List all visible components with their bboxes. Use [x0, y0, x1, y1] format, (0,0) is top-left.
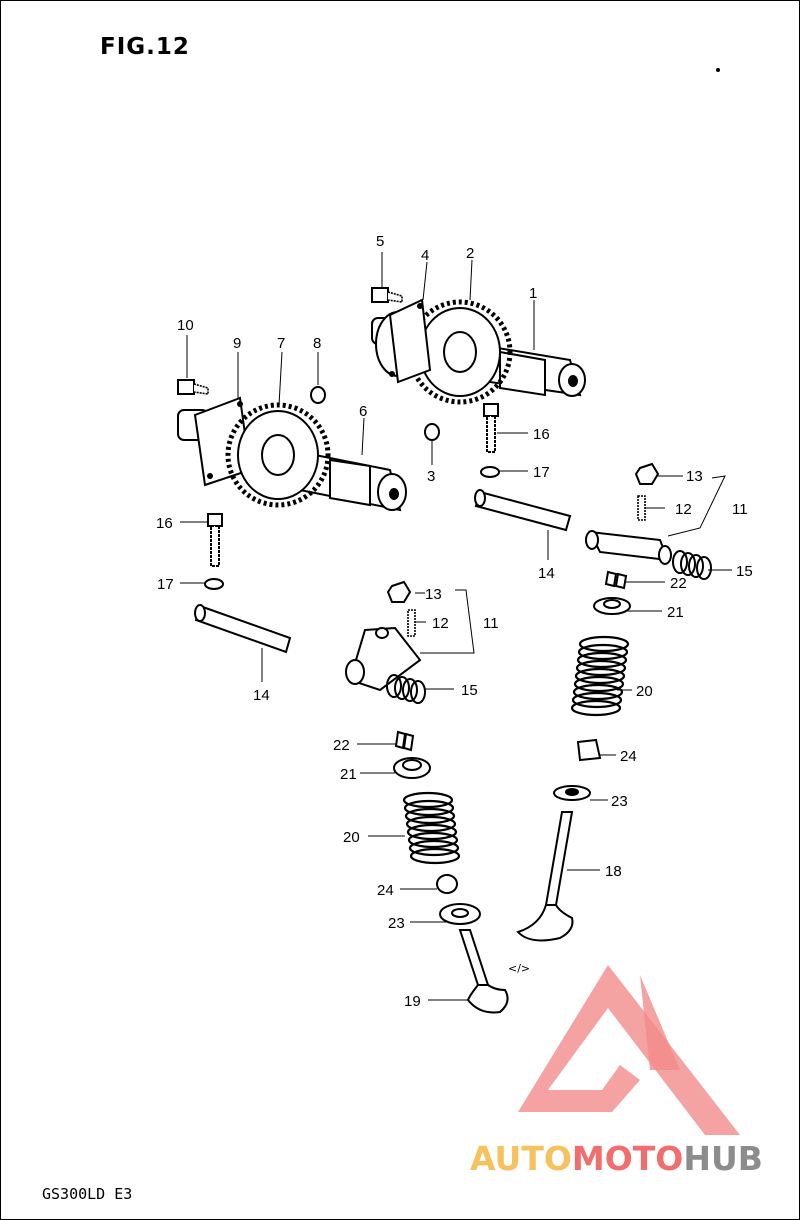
- callout-7: 7: [277, 335, 285, 352]
- callout-5: 5: [376, 233, 384, 250]
- adjuster-right: [637, 495, 646, 521]
- bolt-5: [371, 287, 403, 303]
- figure-title: FIG.12: [100, 34, 190, 60]
- logo-word-auto: AUTO: [470, 1139, 572, 1178]
- callout-18: 18: [605, 863, 622, 880]
- spring-small-right: [672, 550, 712, 580]
- logo-word-moto: MOTO: [572, 1139, 683, 1178]
- rocker-shaft-bolt-right: [483, 403, 499, 453]
- stray-dot: [716, 68, 720, 72]
- callout-8: 8: [313, 335, 321, 352]
- callout-17-left: 17: [157, 576, 174, 593]
- callout-13-left: 13: [425, 586, 442, 603]
- logo-triangle: [518, 965, 740, 1135]
- callout-22-left: 22: [333, 737, 350, 754]
- callout-4: 4: [421, 247, 429, 264]
- callout-3: 3: [427, 468, 435, 485]
- spring-small-left: [386, 674, 426, 704]
- sprocket-exhaust: [225, 402, 331, 508]
- callout-15-right: 15: [736, 563, 753, 580]
- rocker-shaft-left: [194, 604, 292, 654]
- adjuster-left: [407, 609, 416, 637]
- callout-14-left: 14: [253, 687, 270, 704]
- bolt-10: [177, 379, 209, 395]
- callout-9: 9: [233, 335, 241, 352]
- callout-17-right: 17: [533, 464, 550, 481]
- dowel-pin-8: [310, 386, 326, 404]
- logo-text: AUTOMOTOHUB: [470, 1139, 763, 1178]
- rocker-shaft-right: [474, 489, 572, 532]
- rocker-arm-right: [585, 530, 672, 565]
- callout-14-right: 14: [538, 565, 555, 582]
- cotter-left: [394, 730, 415, 752]
- washer-right: [480, 466, 500, 478]
- washer-left: [204, 578, 224, 590]
- locknut-left: [386, 580, 412, 603]
- sprocket-intake: [407, 299, 513, 405]
- callout-11-left: 11: [483, 615, 499, 632]
- callout-13-right: 13: [686, 468, 703, 485]
- cam-end-cap-upper: [388, 298, 432, 384]
- callout-12-left: 12: [432, 615, 449, 632]
- rocker-arm-left: [345, 626, 422, 692]
- callout-6: 6: [359, 403, 367, 420]
- callout-23-right: 23: [611, 793, 628, 810]
- callout-21-right: 21: [667, 604, 684, 621]
- callout-16-left: 16: [156, 515, 173, 532]
- callout-23-left: 23: [388, 915, 405, 932]
- intake-valve: [458, 929, 509, 1014]
- callout-21-left: 21: [340, 766, 357, 783]
- dowel-pin-3: [424, 423, 440, 441]
- callout-24-right: 24: [620, 748, 637, 765]
- rocker-shaft-bolt-left: [207, 513, 223, 567]
- callout-22-right: 22: [670, 575, 687, 592]
- valve-seal-left: [436, 874, 458, 894]
- exhaust-valve: [516, 811, 574, 942]
- spring-seat-left: [439, 903, 481, 925]
- callout-20-left: 20: [343, 829, 360, 846]
- retainer-right: [593, 597, 631, 615]
- automotohub-logo: AUTOMOTOHUB: [470, 965, 763, 1178]
- model-code: GS300LD E3: [42, 1185, 133, 1203]
- valve-spring-left: [402, 791, 461, 865]
- logo-word-hub: HUB: [683, 1139, 763, 1178]
- callout-19: 19: [404, 993, 421, 1010]
- callout-16-right: 16: [533, 426, 550, 443]
- logo-triangle-inner: [640, 975, 680, 1070]
- callout-11-right: 11: [732, 501, 748, 518]
- diagram-mark: </>: [508, 962, 530, 975]
- callout-24-left: 24: [377, 882, 394, 899]
- callout-20-right: 20: [636, 683, 653, 700]
- callout-12-right: 12: [675, 501, 692, 518]
- cotter-right: [604, 570, 628, 590]
- callout-1: 1: [529, 285, 537, 302]
- valve-seal-right: [576, 738, 602, 762]
- retainer-left: [393, 757, 431, 779]
- callout-15-left: 15: [461, 682, 478, 699]
- callout-10: 10: [177, 317, 194, 334]
- leader-lines: [180, 252, 732, 1001]
- spring-seat-right: [553, 785, 591, 801]
- callout-2: 2: [466, 245, 474, 262]
- valve-spring-right: [570, 635, 630, 717]
- locknut-right: [634, 462, 660, 485]
